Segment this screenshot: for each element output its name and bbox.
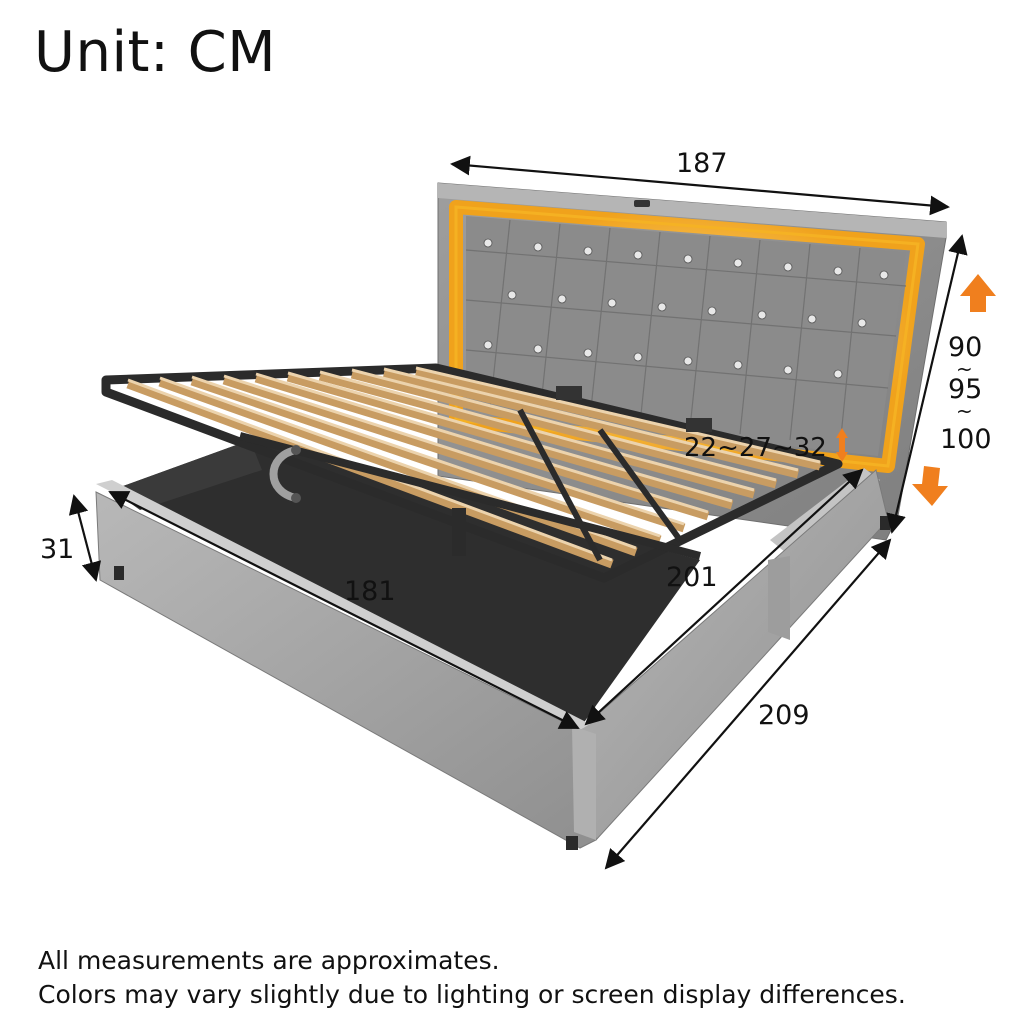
dimension-lines	[68, 155, 968, 870]
label-bed-width: 181	[344, 576, 396, 607]
label-headboard-height-a: 90	[948, 332, 982, 363]
tufted-button	[483, 238, 889, 379]
label-frame-height: 31	[40, 534, 74, 565]
orange-arrow-down-icon	[912, 466, 948, 506]
label-headboard-height-sep2: ~	[956, 399, 973, 423]
label-bed-length: 209	[758, 700, 810, 731]
orange-arrow-up-icon	[960, 274, 996, 312]
color-note: Colors may vary slightly due to lighting…	[38, 980, 906, 1009]
dim-line-headboard-height	[886, 234, 968, 534]
label-slat-length: 201	[666, 562, 718, 593]
label-slat-heights: 22~27~32	[684, 433, 827, 463]
slat-height-arrow-icon	[836, 428, 848, 462]
label-headboard-width: 187	[676, 148, 728, 179]
measurement-note: All measurements are approximates.	[38, 946, 500, 975]
dim-line-bed-width	[108, 491, 580, 729]
tufted-pattern	[465, 219, 907, 447]
dim-line-frame-height	[68, 494, 102, 582]
dim-line-headboard-width	[450, 155, 950, 216]
label-headboard-height-b: 95	[948, 374, 982, 405]
unit-title: Unit: CM	[34, 20, 277, 85]
dim-line-bed-length	[604, 538, 892, 870]
label-headboard-height-c: 100	[940, 424, 992, 455]
label-headboard-height-sep1: ~	[956, 357, 973, 381]
